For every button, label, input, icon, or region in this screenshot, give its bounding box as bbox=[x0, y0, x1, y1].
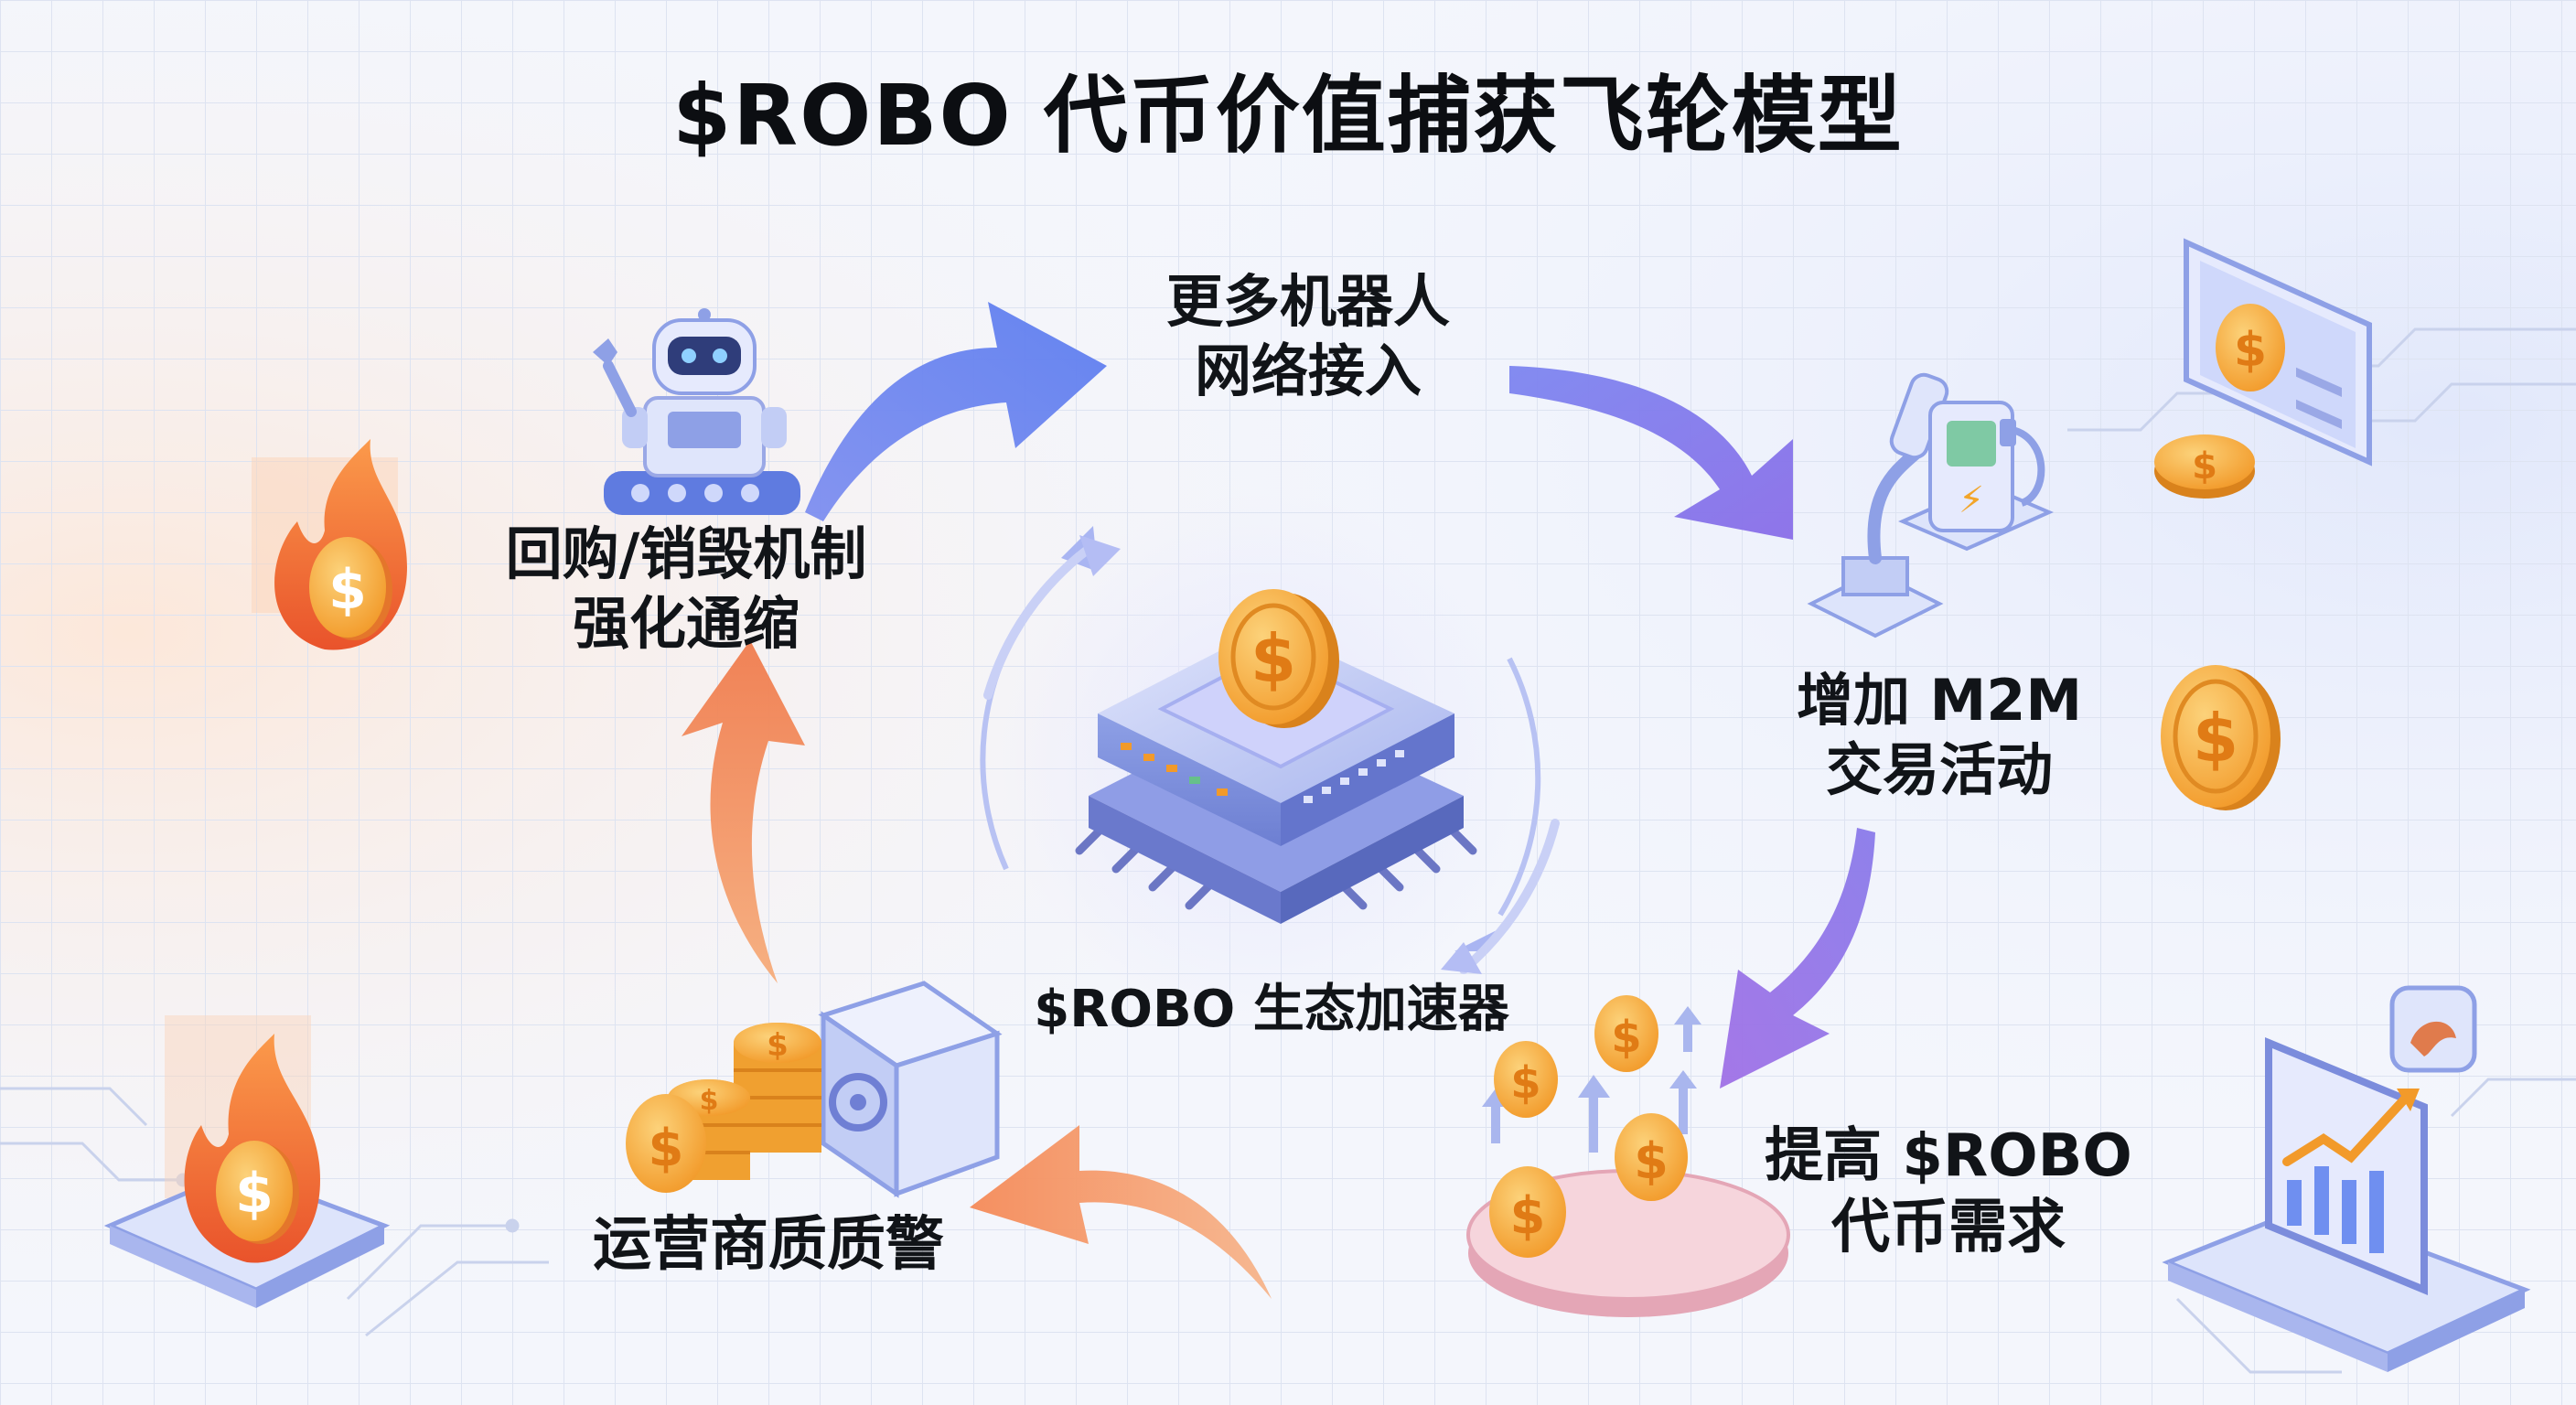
node-demand: 提高 $ROBO 代币需求 bbox=[1711, 1121, 2186, 1263]
svg-text:$: $ bbox=[1250, 620, 1296, 697]
node-label-line: 回购/销毁机制 bbox=[457, 520, 915, 589]
coin-icon: $ bbox=[2161, 665, 2281, 810]
node-label-line: 网络接入 bbox=[1089, 337, 1528, 406]
node-m2m: 增加 M2M 交易活动 bbox=[1720, 666, 2159, 804]
node-label-line: 提高 $ROBO bbox=[1711, 1121, 2186, 1192]
svg-text:$: $ bbox=[767, 1027, 789, 1064]
node-label-line: 强化通缩 bbox=[457, 589, 915, 659]
svg-text:$: $ bbox=[649, 1119, 684, 1178]
page-title: $ROBO 代币价值捕获飞轮模型 bbox=[0, 48, 2576, 169]
svg-text:$: $ bbox=[2234, 323, 2267, 378]
node-label-line: 运营商质质警 bbox=[512, 1209, 1025, 1281]
node-label-line: 代币需求 bbox=[1711, 1192, 2186, 1263]
svg-text:$: $ bbox=[328, 558, 367, 622]
svg-text:⚡: ⚡ bbox=[1959, 479, 1984, 521]
svg-text:$: $ bbox=[700, 1085, 719, 1117]
node-label-line: 更多机器人 bbox=[1089, 267, 1528, 337]
svg-text:$: $ bbox=[1611, 1012, 1641, 1063]
svg-text:$: $ bbox=[2192, 445, 2217, 488]
node-label-line: 增加 M2M bbox=[1720, 666, 2159, 735]
svg-text:$: $ bbox=[2193, 700, 2238, 777]
svg-text:$: $ bbox=[1634, 1132, 1669, 1190]
node-staking: 运营商质质警 bbox=[512, 1209, 1025, 1281]
center-label: $ROBO 生态加速器 bbox=[997, 979, 1546, 1041]
node-more-robots: 更多机器人 网络接入 bbox=[1089, 267, 1528, 405]
node-buyback: 回购/销毁机制 强化通缩 bbox=[457, 520, 915, 658]
svg-text:$: $ bbox=[1510, 1186, 1546, 1246]
svg-text:$: $ bbox=[235, 1162, 274, 1226]
svg-text:$: $ bbox=[1510, 1057, 1540, 1109]
node-label-line: 交易活动 bbox=[1720, 735, 2159, 805]
